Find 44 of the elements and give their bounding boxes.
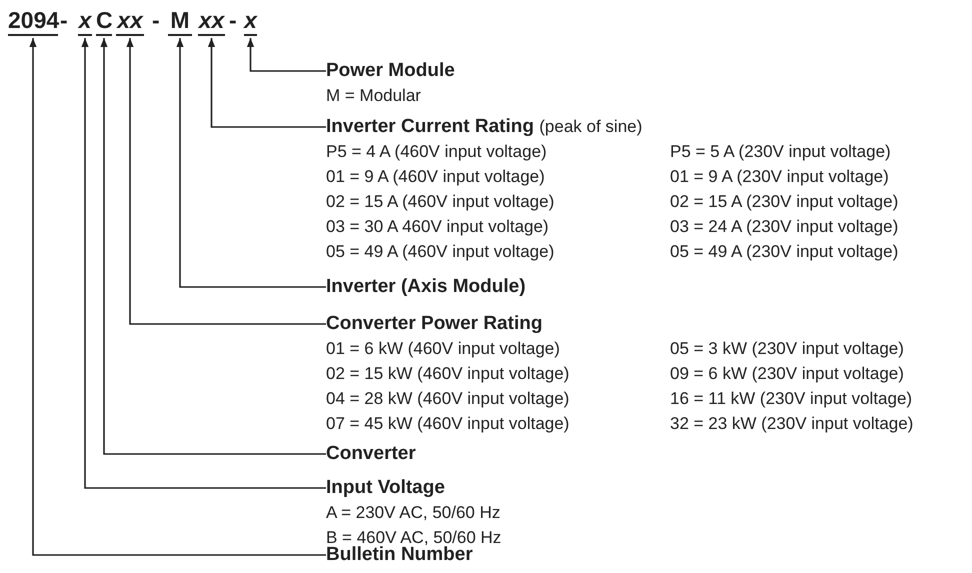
- spec-line: 02 = 15 A (460V input voltage): [326, 191, 554, 213]
- heading: Input Voltage: [326, 477, 445, 498]
- leader-arrow: [208, 38, 326, 128]
- spec-line: 03 = 30 A 460V input voltage): [326, 216, 550, 238]
- heading: Converter Power Rating: [326, 313, 542, 334]
- spec-line: P5 = 4 A (460V input voltage): [326, 141, 548, 163]
- spec-line: 03 = 24 A (230V input voltage): [670, 216, 898, 238]
- hyphen: -: [229, 6, 237, 34]
- spec-line: 05 = 49 A (230V input voltage): [670, 241, 898, 263]
- code-segment: C: [96, 6, 112, 36]
- spec-line: 07 = 45 kW (460V input voltage): [326, 413, 570, 435]
- heading-note: (peak of sine): [539, 117, 642, 136]
- spec-line: 09 = 6 kW (230V input voltage): [670, 363, 905, 385]
- spec-line: 05 = 3 kW (230V input voltage): [670, 338, 905, 360]
- spec-line: 02 = 15 kW (460V input voltage): [326, 363, 570, 385]
- hyphen: -: [152, 6, 160, 34]
- code-segment: x: [244, 6, 257, 36]
- code-segment: x: [78, 6, 92, 36]
- spec-line: 01 = 9 A (230V input voltage): [670, 166, 890, 188]
- code-segment: xx: [198, 6, 225, 36]
- leader-arrow: [126, 38, 326, 325]
- leader-arrow: [29, 38, 326, 556]
- leader-arrow: [246, 38, 326, 72]
- spec-line: B = 460V AC, 50/60 Hz: [326, 527, 502, 547]
- code-segment: xx: [116, 6, 144, 36]
- spec-line: P5 = 5 A (230V input voltage): [670, 141, 892, 163]
- spec-line: 32 = 23 kW (230V input voltage): [670, 413, 914, 435]
- heading: Inverter (Axis Module): [326, 276, 526, 297]
- heading: Inverter Current Rating: [326, 116, 534, 137]
- spec-line: 04 = 28 kW (460V input voltage): [326, 388, 570, 410]
- code-segment: 2094: [8, 6, 58, 36]
- spec-line: A = 230V AC, 50/60 Hz: [326, 502, 502, 524]
- spec-line: 01 = 9 A (460V input voltage): [326, 166, 546, 188]
- heading: Bulletin Number: [326, 544, 473, 565]
- heading: Converter: [326, 443, 416, 464]
- spec-line: 01 = 6 kW (460V input voltage): [326, 338, 561, 360]
- code-segment: M: [168, 6, 192, 36]
- heading: Power Module: [326, 60, 455, 81]
- leader-arrow: [176, 38, 326, 288]
- hyphen: -: [60, 6, 68, 34]
- spec-line: 05 = 49 A (460V input voltage): [326, 241, 554, 263]
- spec-line: 16 = 11 kW (230V input voltage): [670, 388, 914, 410]
- spec-line: M = Modular: [326, 85, 421, 107]
- spec-line: 02 = 15 A (230V input voltage): [670, 191, 898, 213]
